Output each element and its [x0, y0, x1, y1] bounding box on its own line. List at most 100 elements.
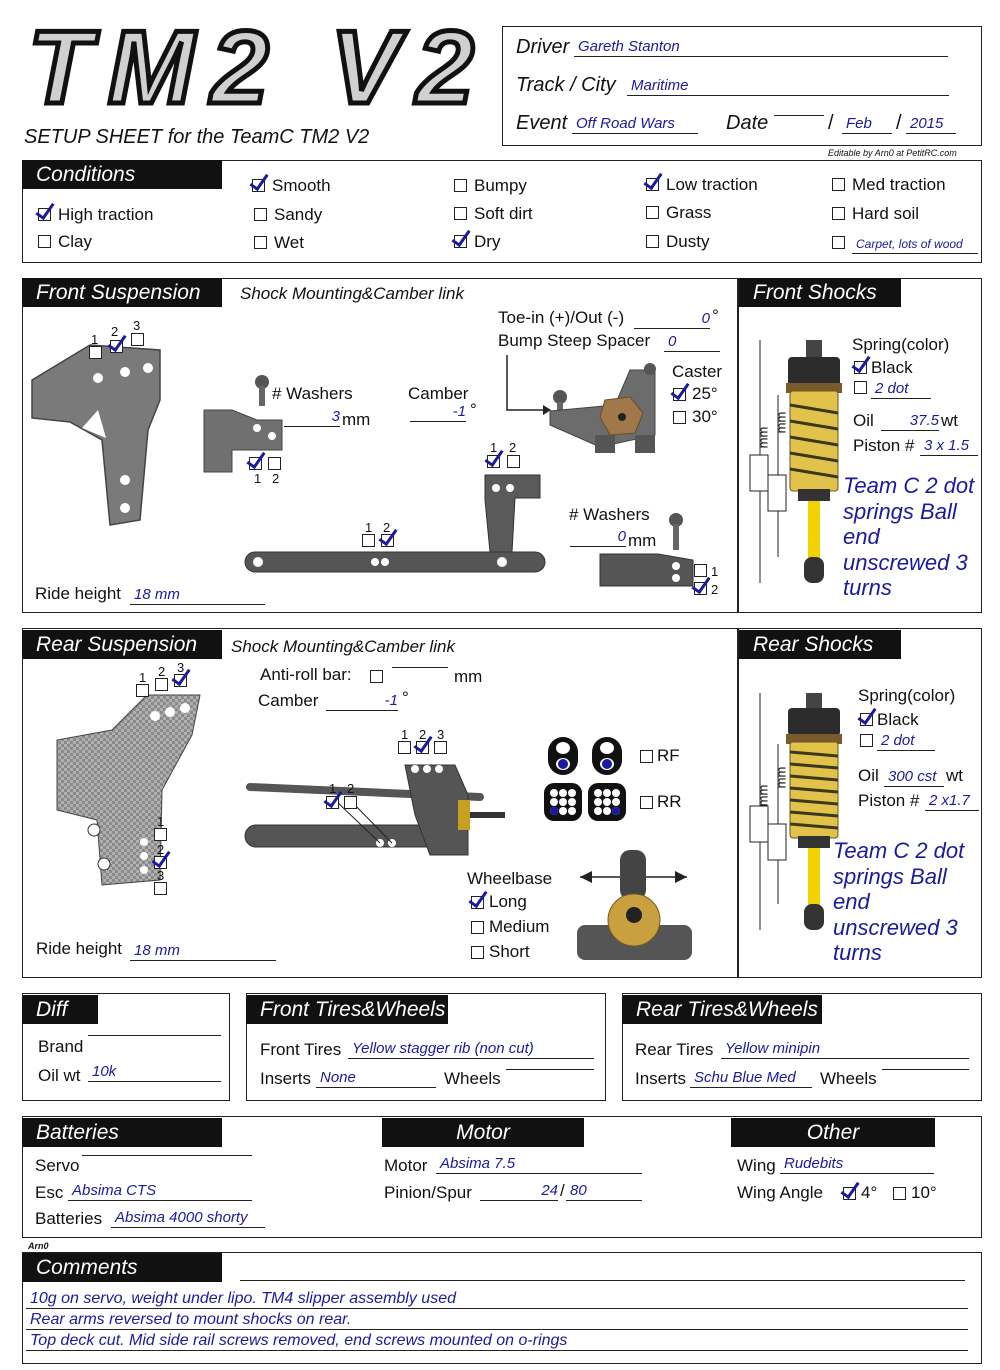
rh-2-checkbox[interactable] [416, 741, 429, 754]
fk-1-checkbox[interactable] [487, 455, 500, 468]
condition-med-traction-label: Med traction [852, 175, 946, 194]
rear-spring-alt-checkbox[interactable] [860, 734, 873, 747]
esc-field[interactable]: Absima CTS [68, 1182, 252, 1201]
condition-clay-checkbox[interactable] [38, 235, 51, 248]
ft-hole-3-checkbox[interactable] [131, 333, 144, 346]
rf-checkbox[interactable] [640, 750, 653, 763]
date-month-field[interactable]: Feb [842, 115, 892, 134]
condition-hard-soil-checkbox[interactable] [832, 207, 845, 220]
front-spring-alt-field[interactable]: 2 dot [871, 380, 931, 399]
motor-field[interactable]: Absima 7.5 [436, 1155, 642, 1174]
rear-inserts-field[interactable]: Schu Blue Med [690, 1069, 812, 1088]
front-piston-field[interactable]: 3 x 1.5 [920, 437, 978, 456]
ft-hole-2-checkbox[interactable] [110, 340, 123, 353]
front-inserts-field[interactable]: None [316, 1069, 436, 1088]
rear-shock-mounting-label: Shock Mounting&Camber link [231, 637, 455, 656]
wing-field[interactable]: Rudebits [780, 1155, 934, 1174]
comment-line-2[interactable]: Rear arms reversed to mount shocks on re… [26, 1311, 968, 1330]
condition-grass-checkbox[interactable] [646, 206, 659, 219]
rh-1-checkbox[interactable] [398, 741, 411, 754]
ft-mount-1-num: 1 [254, 471, 262, 486]
driver-field[interactable]: Gareth Stanton [574, 38, 948, 57]
front-spring-black-checkbox[interactable] [854, 361, 867, 374]
rear-camber-field[interactable]: -1 [326, 692, 398, 711]
condition-soft-dirt-checkbox[interactable] [454, 207, 467, 220]
condition-smooth-checkbox[interactable] [252, 179, 265, 192]
condition-dusty-checkbox[interactable] [646, 235, 659, 248]
batteries-field[interactable]: Absima 4000 shorty [111, 1209, 265, 1228]
condition-low-traction-checkbox[interactable] [646, 178, 659, 191]
comment-line-3[interactable]: Top deck cut. Mid side rail screws remov… [26, 1332, 968, 1351]
wing-angle-10-checkbox[interactable] [893, 1187, 906, 1200]
condition-dry-checkbox[interactable] [454, 235, 467, 248]
condition-med-traction-checkbox[interactable] [832, 178, 845, 191]
rear-tires-field[interactable]: Yellow minipin [721, 1040, 969, 1059]
rr-checkbox[interactable] [640, 796, 653, 809]
ft-mount-2-checkbox[interactable] [268, 457, 281, 470]
servo-label: Servo [35, 1156, 80, 1175]
condition-sandy-checkbox[interactable] [254, 208, 267, 221]
condition-bumpy-checkbox[interactable] [454, 179, 467, 192]
date-day-field[interactable] [774, 115, 824, 116]
pinion-field[interactable]: 24 [480, 1182, 558, 1201]
rl-3-checkbox[interactable] [154, 882, 167, 895]
diff-box [22, 993, 230, 1101]
front-ride-height-field[interactable]: 18 mm [130, 586, 265, 605]
rt-1-checkbox[interactable] [136, 684, 149, 697]
wing-angle-4-checkbox[interactable] [843, 1187, 856, 1200]
toe-field[interactable]: 0 [634, 310, 710, 329]
fl-2-checkbox[interactable] [694, 582, 707, 595]
rear-spring-black-checkbox[interactable] [860, 713, 873, 726]
ra-2-checkbox[interactable] [344, 796, 357, 809]
fa-1-checkbox[interactable] [362, 534, 375, 547]
wheelbase-medium-checkbox[interactable] [471, 921, 484, 934]
condition-carpet-lots-of-wood-checkbox[interactable] [832, 236, 845, 249]
ra-1-checkbox[interactable] [326, 796, 339, 809]
rt-2-checkbox[interactable] [155, 678, 168, 691]
rear-spring-alt-field[interactable]: 2 dot [877, 732, 935, 751]
ra-2-num: 2 [347, 781, 355, 796]
rh-3-checkbox[interactable] [434, 741, 447, 754]
rear-piston-field[interactable]: 2 x1.7 [925, 792, 979, 811]
fa-2-checkbox[interactable] [381, 534, 394, 547]
front-camber-mount-drawing [203, 375, 283, 473]
rear-wheels-field[interactable] [882, 1069, 969, 1070]
rt-3-checkbox[interactable] [174, 674, 187, 687]
front-spring-alt-checkbox[interactable] [854, 381, 867, 394]
condition-wet-checkbox[interactable] [254, 236, 267, 249]
rl-1-checkbox[interactable] [154, 828, 167, 841]
spur-field[interactable]: 80 [566, 1182, 642, 1201]
rl-2-checkbox[interactable] [154, 856, 167, 869]
antiroll-checkbox[interactable] [370, 670, 383, 683]
front-tires-field[interactable]: Yellow stagger rib (non cut) [348, 1040, 594, 1059]
rear-ride-height-field[interactable]: 18 mm [130, 942, 276, 961]
front-washers2-field[interactable]: 0 [570, 528, 626, 547]
front-camber-field[interactable]: -1 [410, 403, 466, 422]
wheelbase-short-checkbox[interactable] [471, 946, 484, 959]
ft-hole-1-checkbox[interactable] [89, 346, 102, 359]
front-oil-field[interactable]: 37.5 [881, 412, 939, 431]
antiroll-field[interactable] [392, 667, 448, 668]
comment-line-1[interactable]: 10g on servo, weight under lipo. TM4 sli… [26, 1290, 968, 1309]
bump-spacer-field[interactable]: 0 [664, 333, 720, 352]
diff-brand-field[interactable] [88, 1035, 221, 1036]
fk-2-checkbox[interactable] [507, 455, 520, 468]
ft-mount-1-checkbox[interactable] [249, 457, 262, 470]
date-year-field[interactable]: 2015 [906, 115, 956, 134]
front-washers-field[interactable]: 3 [284, 408, 340, 427]
diff-title: Diff [22, 995, 98, 1024]
front-suspension-box [22, 278, 738, 613]
servo-field[interactable] [82, 1155, 252, 1156]
esc-label: Esc [35, 1183, 64, 1202]
diff-oil-field[interactable]: 10k [88, 1063, 221, 1082]
fa-1-num: 1 [365, 520, 373, 535]
caster-30-checkbox[interactable] [673, 411, 686, 424]
track-field[interactable]: Maritime [627, 77, 949, 96]
event-field[interactable]: Off Road Wars [572, 115, 698, 134]
rear-oil-field[interactable]: 300 cst [884, 768, 944, 787]
condition-high-traction-checkbox[interactable] [38, 208, 51, 221]
wheelbase-long-checkbox[interactable] [471, 896, 484, 909]
caster-25-checkbox[interactable] [673, 388, 686, 401]
rear-hub-inserts-drawing [544, 737, 626, 821]
front-wheels-field[interactable] [506, 1069, 594, 1070]
